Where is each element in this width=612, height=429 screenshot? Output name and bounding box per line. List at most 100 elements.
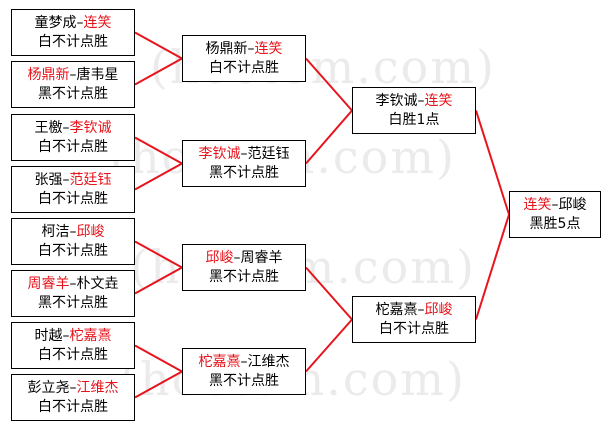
player-black: 邱峻 xyxy=(205,249,234,266)
players-separator: – xyxy=(69,223,77,240)
connector-r3m2-to-final xyxy=(475,214,510,320)
match-box-r1m1: 童梦成–连笑白不计点胜 xyxy=(11,9,135,56)
connector-r2m4-to-r3m2 xyxy=(305,318,353,373)
match-result: 白胜1点 xyxy=(388,111,440,128)
connector-r2m1-to-r3m1 xyxy=(305,57,353,112)
player-black: 杨鼎新 xyxy=(205,40,248,57)
match-players: 周睿羊–朴文垚 xyxy=(28,275,119,294)
match-result: 黑不计点胜 xyxy=(209,372,279,389)
player-black: 柁嘉熹 xyxy=(375,301,418,318)
player-white: 邱峻 xyxy=(558,196,587,213)
match-players: 李钦诚–范廷钰 xyxy=(199,145,290,164)
player-white: 朴文垚 xyxy=(76,275,119,292)
match-result: 白不计点胜 xyxy=(38,190,108,207)
player-white: 连笑 xyxy=(254,40,283,57)
match-result: 白不计点胜 xyxy=(209,59,279,76)
player-black: 柯洁 xyxy=(41,223,70,240)
player-black: 柁嘉熹 xyxy=(198,353,241,370)
match-box-r2m4: 柁嘉熹–江维杰黑不计点胜 xyxy=(182,348,306,395)
player-white: 唐韦星 xyxy=(76,66,119,83)
player-black: 彭立尧 xyxy=(27,379,70,396)
match-box-r3m2: 柁嘉熹–邱峻白不计点胜 xyxy=(352,296,476,343)
match-result: 黑不计点胜 xyxy=(38,294,108,311)
player-black: 杨鼎新 xyxy=(27,66,70,83)
player-white: 范廷钰 xyxy=(247,145,290,162)
player-white: 邱峻 xyxy=(76,223,105,240)
match-result: 黑胜5点 xyxy=(529,215,581,232)
players-separator: – xyxy=(417,301,425,318)
connector-r1m8-to-r2m4 xyxy=(134,370,183,399)
match-box-r1m5: 柯洁–邱峻白不计点胜 xyxy=(11,218,135,265)
players-separator: – xyxy=(62,327,70,344)
players-separator: – xyxy=(69,66,77,83)
players-separator: – xyxy=(69,379,77,396)
connector-r1m1-to-r2m1 xyxy=(134,31,183,60)
match-result: 白不计点胜 xyxy=(38,138,108,155)
match-result: 白不计点胜 xyxy=(38,242,108,259)
player-black: 连笑 xyxy=(523,196,552,213)
connector-r1m6-to-r2m3 xyxy=(134,266,183,295)
match-players: 杨鼎新–连笑 xyxy=(206,40,283,59)
match-players: 连笑–邱峻 xyxy=(524,196,587,215)
match-box-r2m2: 李钦诚–范廷钰黑不计点胜 xyxy=(182,140,306,187)
match-box-r2m1: 杨鼎新–连笑白不计点胜 xyxy=(182,35,306,82)
connector-r1m2-to-r2m1 xyxy=(134,57,183,86)
players-separator: – xyxy=(69,275,77,292)
connector-r3m1-to-final xyxy=(475,110,510,215)
match-players: 时越–柁嘉熹 xyxy=(35,327,112,346)
players-separator: – xyxy=(62,171,70,188)
player-white: 周睿羊 xyxy=(240,249,283,266)
match-box-r1m6: 周睿羊–朴文垚黑不计点胜 xyxy=(11,270,135,317)
match-box-r1m4: 张强–范廷钰白不计点胜 xyxy=(11,166,135,213)
connector-r1m3-to-r2m2 xyxy=(134,136,183,165)
match-box-r1m8: 彭立尧–江维杰白不计点胜 xyxy=(11,374,135,421)
match-box-r1m3: 王檄–李钦诚白不计点胜 xyxy=(11,114,135,161)
player-white: 连笑 xyxy=(424,92,453,109)
player-white: 李钦诚 xyxy=(69,119,112,136)
match-players: 彭立尧–江维杰 xyxy=(28,379,119,398)
player-white: 江维杰 xyxy=(76,379,119,396)
match-box-final: 连笑–邱峻黑胜5点 xyxy=(509,191,601,238)
players-separator: – xyxy=(417,92,425,109)
player-black: 周睿羊 xyxy=(27,275,70,292)
player-black: 李钦诚 xyxy=(198,145,241,162)
connector-r1m5-to-r2m3 xyxy=(134,240,183,269)
match-players: 童梦成–连笑 xyxy=(35,14,112,33)
player-black: 张强 xyxy=(34,171,63,188)
players-separator: – xyxy=(76,14,84,31)
match-result: 黑不计点胜 xyxy=(209,164,279,181)
connector-r2m3-to-r3m2 xyxy=(305,266,353,321)
player-white: 柁嘉熹 xyxy=(69,327,112,344)
players-separator: – xyxy=(247,40,255,57)
match-box-r2m3: 邱峻–周睿羊黑不计点胜 xyxy=(182,244,306,291)
match-players: 王檄–李钦诚 xyxy=(35,119,112,138)
connector-r1m7-to-r2m4 xyxy=(134,344,183,373)
match-result: 白不计点胜 xyxy=(38,398,108,415)
players-separator: – xyxy=(233,249,241,266)
connector-r1m4-to-r2m2 xyxy=(134,162,183,191)
match-box-r3m1: 李钦诚–连笑白胜1点 xyxy=(352,87,476,134)
match-result: 白不计点胜 xyxy=(38,33,108,50)
players-separator: – xyxy=(240,145,248,162)
match-players: 李钦诚–连笑 xyxy=(376,92,453,111)
player-white: 连笑 xyxy=(83,14,112,31)
match-result: 白不计点胜 xyxy=(38,346,108,363)
player-white: 邱峻 xyxy=(424,301,453,318)
players-separator: – xyxy=(551,196,559,213)
player-black: 童梦成 xyxy=(34,14,77,31)
match-players: 柯洁–邱峻 xyxy=(42,223,105,242)
match-players: 柁嘉熹–江维杰 xyxy=(199,353,290,372)
match-result: 黑不计点胜 xyxy=(38,85,108,102)
player-black: 王檄 xyxy=(34,119,63,136)
connector-r2m2-to-r3m1 xyxy=(305,109,353,165)
match-box-r1m2: 杨鼎新–唐韦星黑不计点胜 xyxy=(11,61,135,108)
player-white: 范廷钰 xyxy=(69,171,112,188)
match-players: 柁嘉熹–邱峻 xyxy=(376,301,453,320)
match-players: 杨鼎新–唐韦星 xyxy=(28,66,119,85)
match-players: 邱峻–周睿羊 xyxy=(206,249,283,268)
match-box-r1m7: 时越–柁嘉熹白不计点胜 xyxy=(11,322,135,369)
match-result: 黑不计点胜 xyxy=(209,268,279,285)
player-black: 时越 xyxy=(34,327,63,344)
